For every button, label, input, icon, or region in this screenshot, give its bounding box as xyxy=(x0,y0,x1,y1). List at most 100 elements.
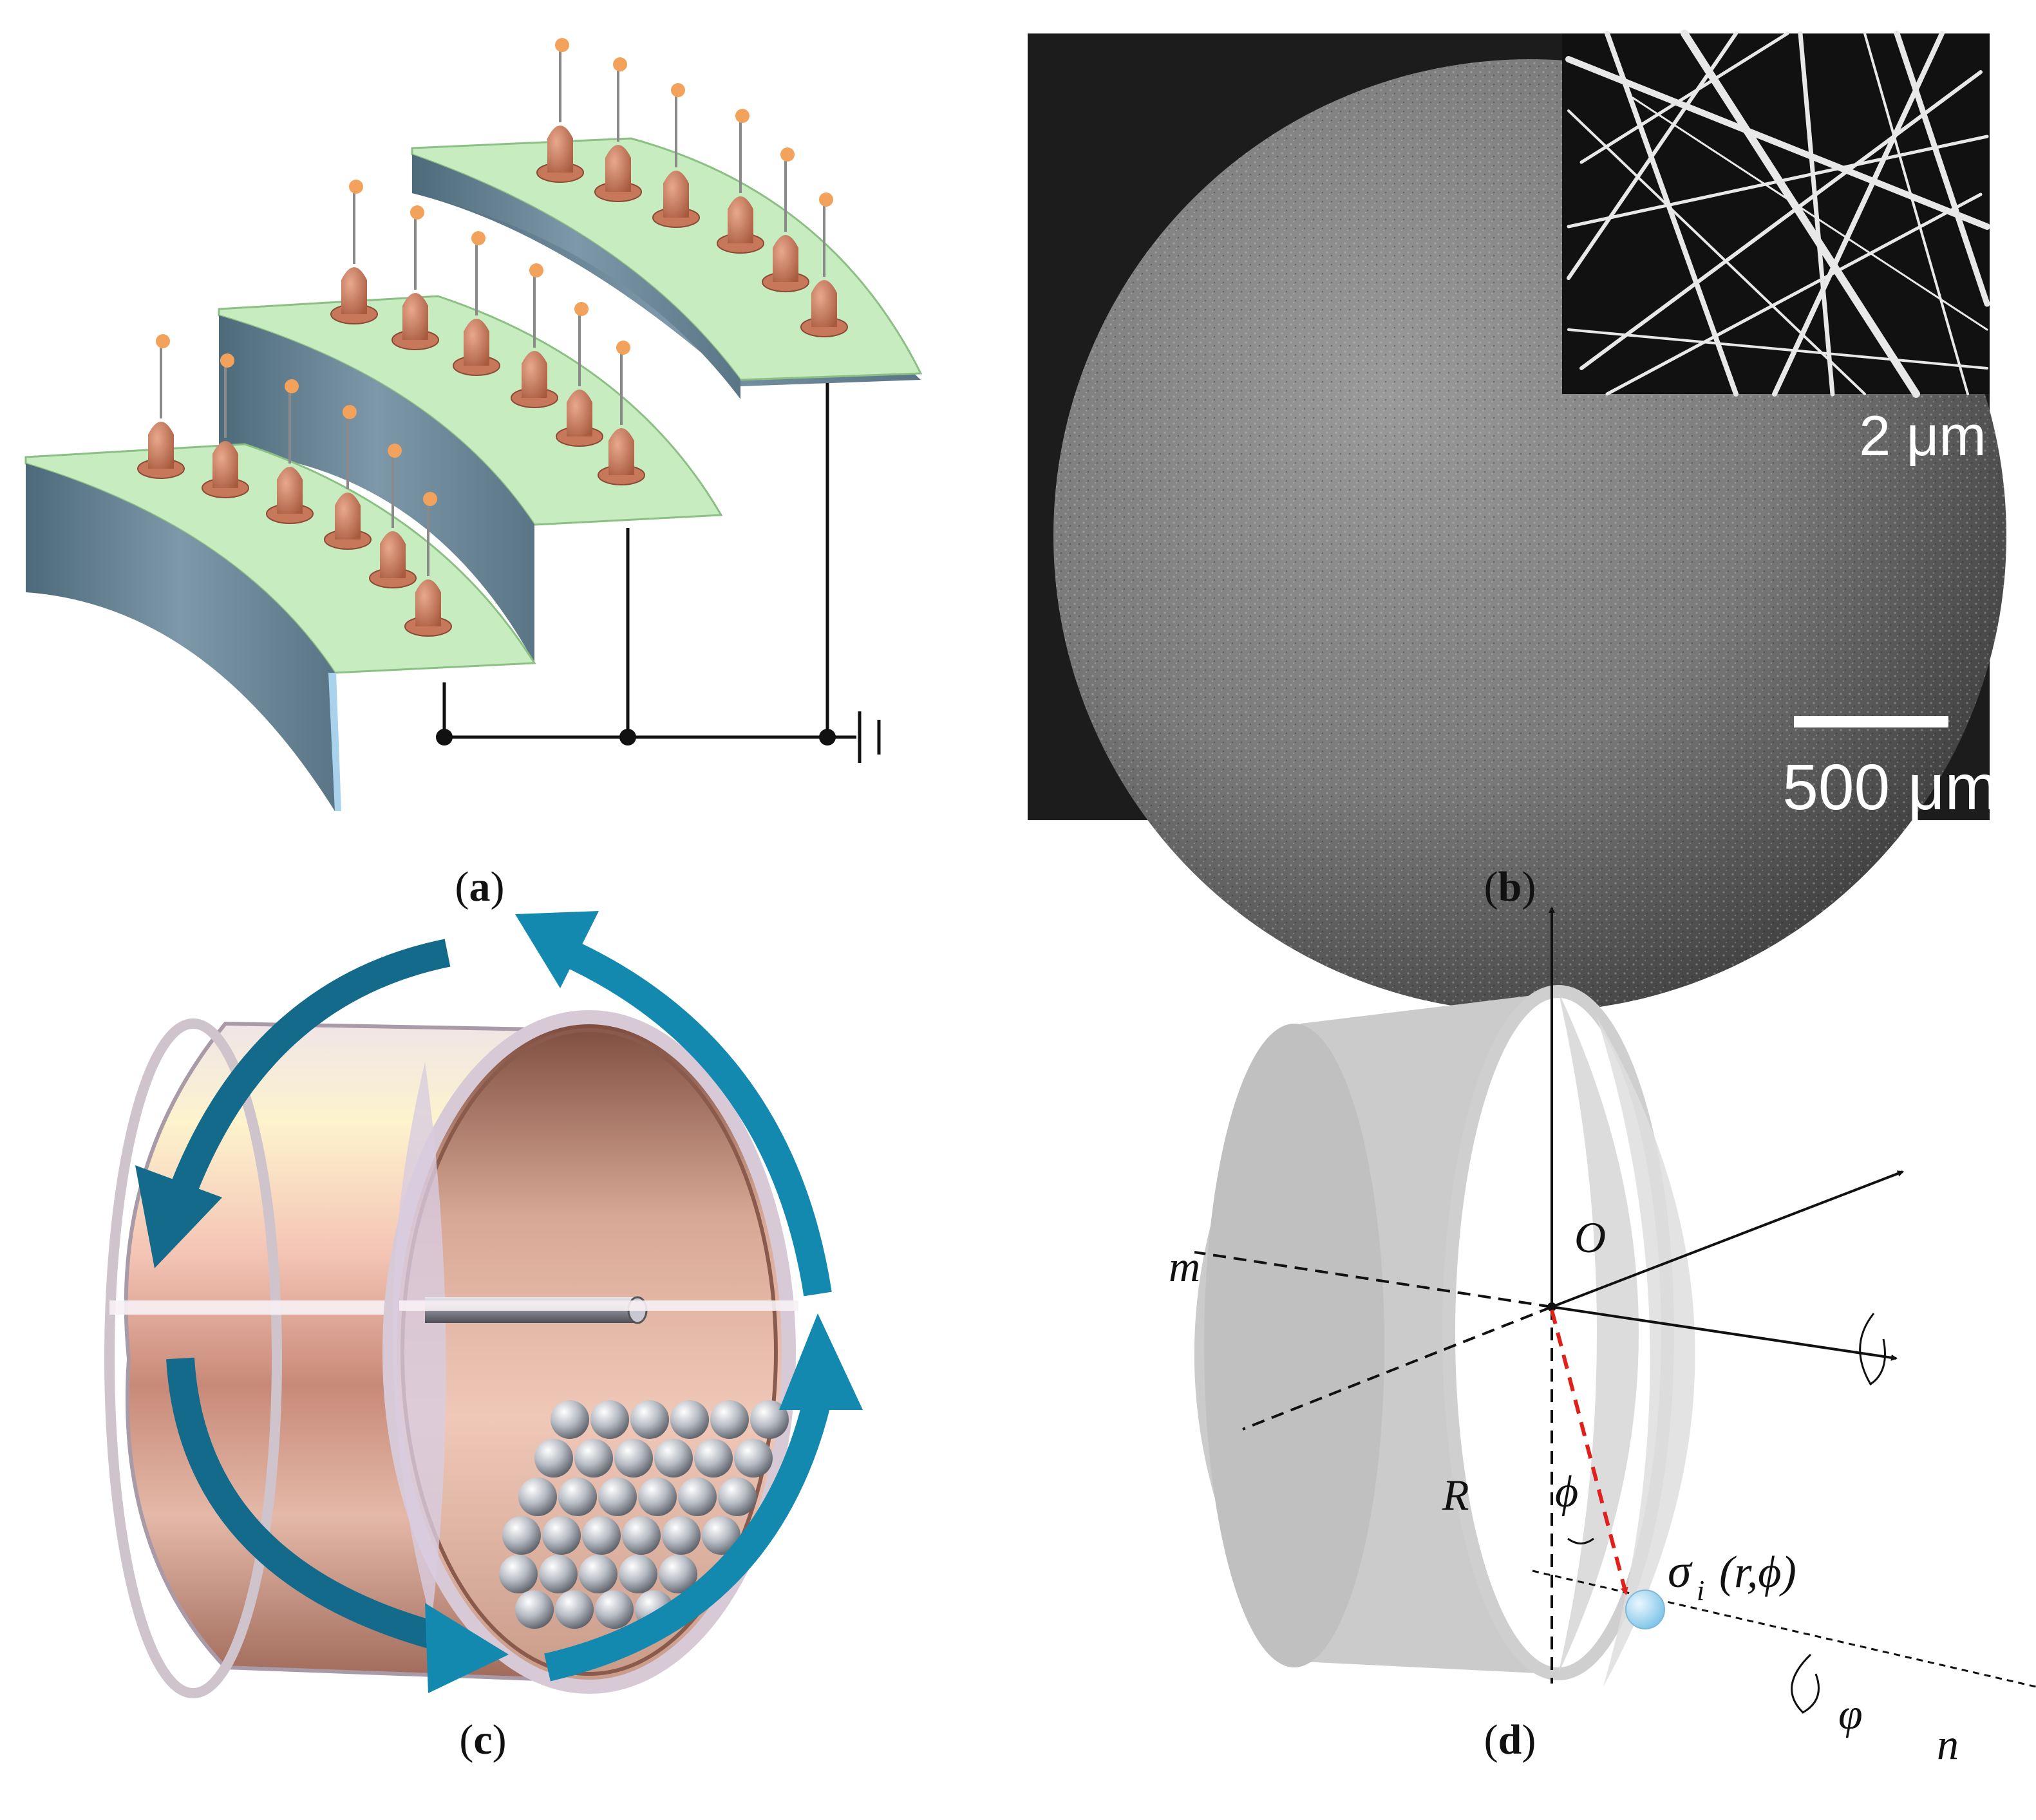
needle-tip xyxy=(574,302,589,316)
nanofiber xyxy=(1567,109,1866,395)
radius-vector xyxy=(1550,1309,1628,1595)
steel-bead xyxy=(710,1400,749,1439)
steel-bead xyxy=(702,1516,740,1555)
nanofiber xyxy=(1681,30,1920,398)
needle-tip xyxy=(613,57,627,71)
needle-tip xyxy=(388,444,402,458)
label-origin: O xyxy=(1574,1213,1606,1262)
origin-point xyxy=(1547,1302,1556,1311)
plate-3 xyxy=(411,137,923,399)
needle-body xyxy=(464,319,489,366)
needle-body xyxy=(148,422,174,469)
needle-tip xyxy=(819,192,833,207)
steel-bead xyxy=(619,1555,657,1593)
steel-bead xyxy=(718,1478,757,1516)
rotation-arrowheads xyxy=(135,911,863,1693)
steel-bead xyxy=(582,1516,621,1555)
nanofiber xyxy=(1567,32,1738,280)
steel-bead xyxy=(659,1555,697,1593)
label-n-axis: n xyxy=(1937,1720,1959,1768)
needle-tip xyxy=(616,341,630,355)
nanofiber xyxy=(1863,32,1969,395)
needle-body xyxy=(277,467,303,514)
steel-bead xyxy=(555,1590,594,1629)
needle-tip xyxy=(285,379,299,393)
rotation-arrows xyxy=(166,933,835,1682)
needle-body xyxy=(608,428,634,475)
needle-tip xyxy=(735,109,749,123)
caption-b: (b) xyxy=(1484,863,1536,910)
needle-tip xyxy=(529,263,543,277)
steel-bead xyxy=(542,1516,581,1555)
axes xyxy=(1194,906,2036,1714)
cylinder-ring xyxy=(1194,985,1695,1687)
needle-tip xyxy=(780,147,795,162)
nanofiber xyxy=(1798,31,1835,397)
needle-body xyxy=(522,351,547,398)
needle-tip xyxy=(349,180,363,194)
needle-body xyxy=(663,171,689,218)
steel-bead xyxy=(515,1590,554,1629)
charge-subscript: i xyxy=(1697,1575,1704,1606)
steel-bead xyxy=(534,1439,573,1478)
needle-body xyxy=(402,293,428,340)
needle-tip xyxy=(423,492,437,506)
sem-inset xyxy=(1562,30,1990,398)
steel-bead xyxy=(670,1400,709,1439)
ground-nodes xyxy=(436,729,836,746)
steel-bead xyxy=(499,1555,538,1593)
steel-bead xyxy=(518,1478,557,1516)
steel-bead xyxy=(595,1590,634,1629)
needle-tip xyxy=(555,38,569,52)
steel-bead xyxy=(662,1516,701,1555)
needle-body xyxy=(380,531,406,578)
ground-circuit xyxy=(442,383,881,763)
needle-body xyxy=(341,267,367,314)
panel-c-rotating-drum xyxy=(104,911,863,1698)
needle-body xyxy=(335,493,361,539)
label-rotation: φ xyxy=(1838,1689,1863,1738)
needle-body xyxy=(567,389,592,436)
charged-bead xyxy=(1625,1590,1665,1629)
needle-tip xyxy=(220,353,234,368)
nanofiber xyxy=(1567,328,1988,370)
steel-bead xyxy=(558,1478,597,1516)
needle-body xyxy=(811,280,837,327)
nanofiber xyxy=(1579,32,1789,164)
nanofiber xyxy=(1565,56,1990,230)
needle-body xyxy=(773,235,798,282)
needle-body xyxy=(547,126,573,173)
steel-bead xyxy=(654,1439,693,1478)
charge-symbol: σ xyxy=(1668,1545,1693,1598)
inset-scale-label: 2 μm xyxy=(1859,404,1986,467)
caption-c: (c) xyxy=(459,1716,507,1763)
charge-args: (r,ϕ) xyxy=(1719,1548,1796,1597)
steel-bead xyxy=(638,1478,677,1516)
label-m-axis: m xyxy=(1169,1242,1200,1291)
nanofiber xyxy=(1632,97,1988,331)
steel-bead xyxy=(678,1478,717,1516)
needle-tip xyxy=(410,205,424,220)
steel-bead xyxy=(502,1516,541,1555)
needle-tip xyxy=(671,83,685,97)
scale-bar-label: 500 μm xyxy=(1782,751,1999,823)
nanofiber xyxy=(1605,192,1983,396)
nanofiber xyxy=(1579,70,1983,370)
needle-body xyxy=(212,441,238,488)
steel-bead xyxy=(539,1555,578,1593)
needle-tip xyxy=(156,334,170,348)
nanofiber xyxy=(1894,30,1990,307)
steel-bead xyxy=(734,1439,773,1478)
caption-d: (d) xyxy=(1484,1716,1536,1763)
panel-d-geometry: O m n R ϕ φ σ i (r,ϕ) xyxy=(1169,906,2036,1768)
steel-bead xyxy=(622,1516,661,1555)
plate-1 xyxy=(24,443,536,811)
panel-b-sem-image: 2 μm 500 μm xyxy=(1028,30,2006,1012)
needle-tip xyxy=(343,405,357,419)
caption-a: (a) xyxy=(455,863,505,910)
steel-bead xyxy=(551,1400,589,1439)
plate-2 xyxy=(218,295,723,663)
steel-bead xyxy=(630,1400,669,1439)
steel-bead xyxy=(579,1555,617,1593)
needle-body xyxy=(415,579,441,626)
